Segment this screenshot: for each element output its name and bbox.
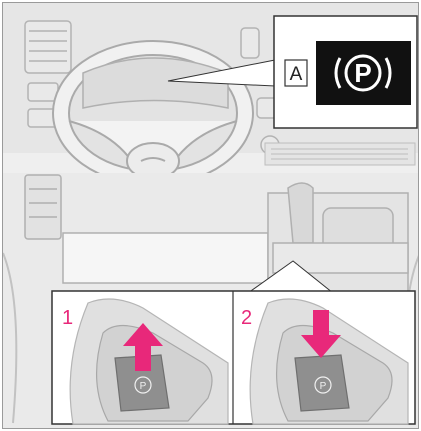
step-2-switch-label: P	[320, 381, 327, 392]
step-2-number: 2	[241, 307, 252, 329]
step-1-switch-label: P	[140, 381, 147, 392]
parking-brake-indicator-letter: P	[354, 58, 371, 88]
center-stack	[265, 143, 415, 165]
step-1-number: 1	[62, 307, 73, 329]
car-interior-illustration: A P P 1 P 2	[3, 3, 419, 429]
callout-a-label: A	[290, 64, 303, 85]
